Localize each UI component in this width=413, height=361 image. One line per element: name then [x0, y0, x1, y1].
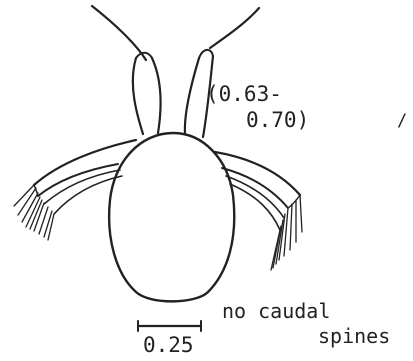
caption-line2: spines [318, 324, 390, 348]
scale-bar [138, 321, 201, 331]
left-antenna-setae [14, 185, 54, 240]
size-range-line1: (0.63- [206, 82, 282, 106]
size-range-line2: 0.70) [246, 108, 309, 132]
scale-bar-label: 0.25 [143, 333, 194, 357]
stray-mark: / [397, 111, 407, 131]
left-antenna [34, 140, 136, 214]
caption-line1: no caudal [222, 299, 330, 323]
left-antennule [92, 6, 160, 134]
body-carapace [109, 133, 234, 301]
